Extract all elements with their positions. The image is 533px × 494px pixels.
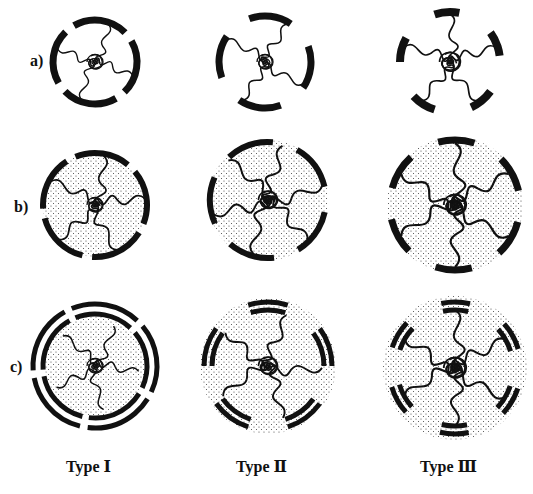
micelle-c-type2: [187, 285, 348, 446]
micelle-b-type3: [375, 125, 533, 284]
micelle-b-type1: [22, 132, 169, 279]
type-label: Type Ⅰ: [66, 458, 111, 476]
type-label: Type Ⅱ: [236, 458, 287, 476]
micelle-c-type3: [377, 290, 533, 447]
row-label: a): [30, 52, 43, 70]
micelle-a-type3: [387, 0, 513, 125]
micelle-a-type1: [38, 5, 153, 120]
type-label: Type Ⅲ: [420, 458, 477, 476]
row-label: c): [10, 358, 22, 376]
micelle-c-type1: [8, 279, 183, 454]
micelle-a-type2: [206, 3, 324, 121]
micelle-b-type2: [189, 121, 347, 279]
row-label: b): [14, 198, 28, 216]
